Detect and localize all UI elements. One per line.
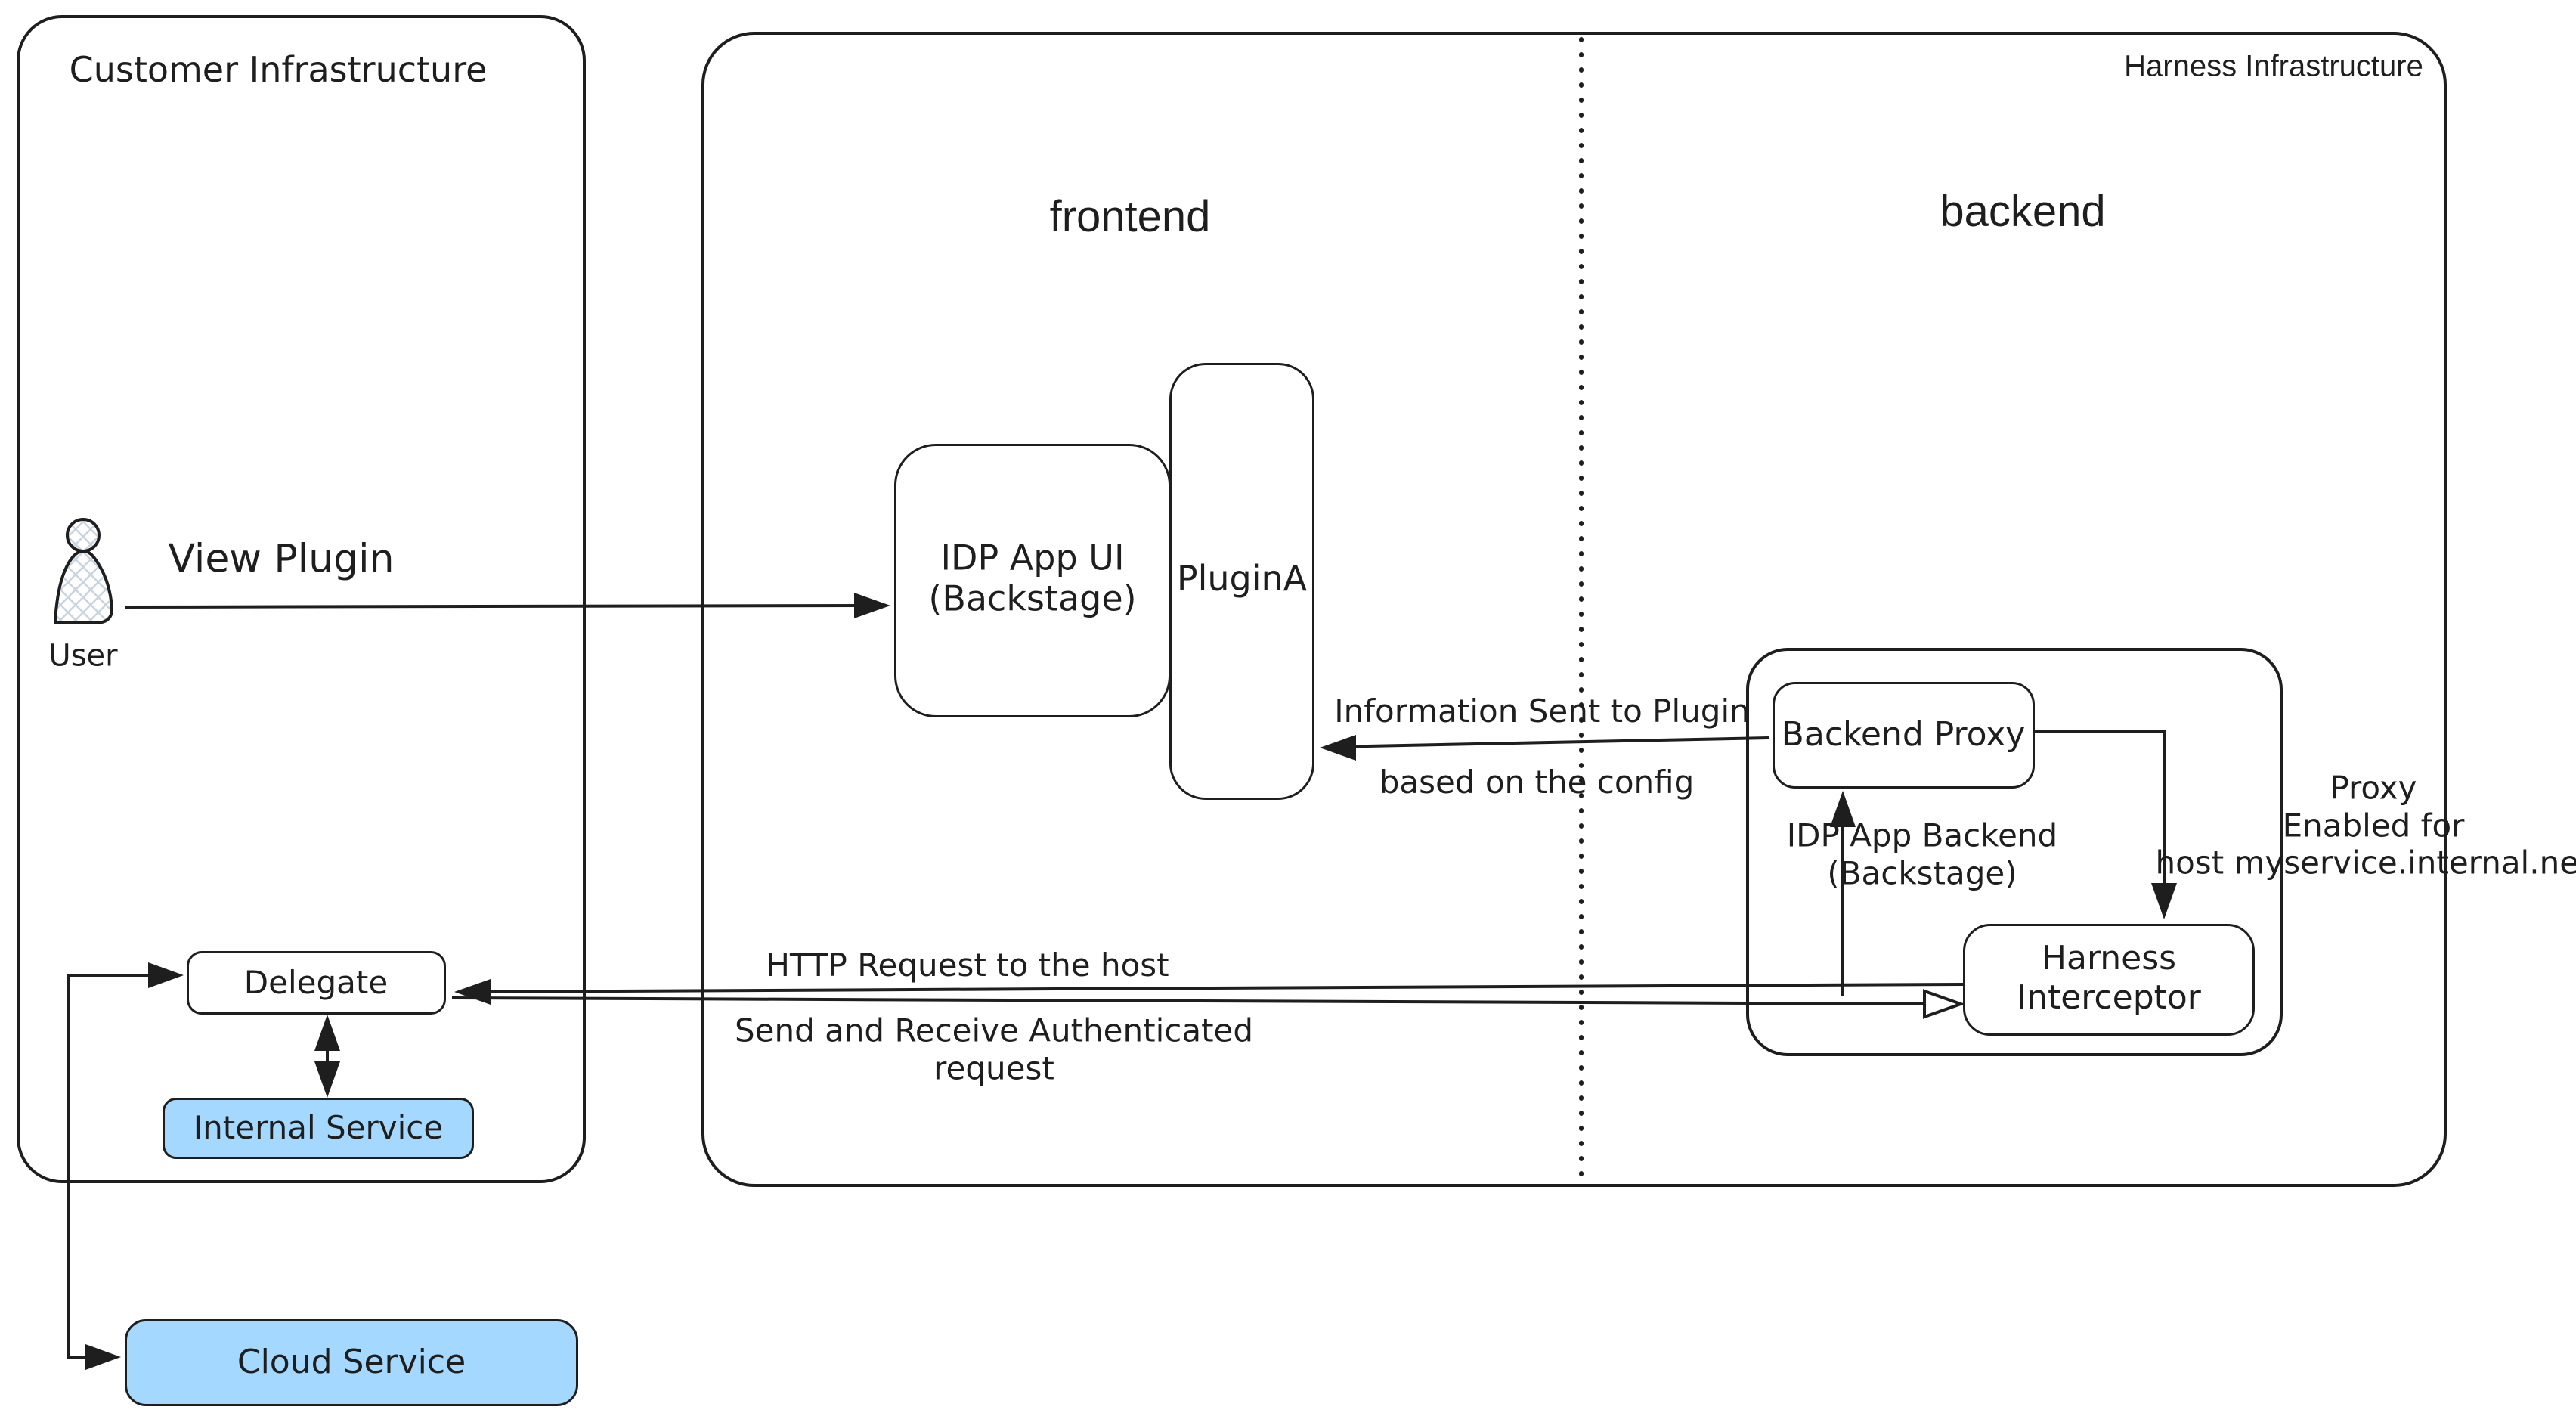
cloud-service-node (125, 1319, 578, 1406)
delegate-node (187, 951, 446, 1015)
internal-service-label: Internal Service (193, 1109, 444, 1147)
cloud-service-label: Cloud Service (237, 1343, 466, 1382)
idp-app-backend-label-line1: IDP App Backend (1786, 816, 2058, 854)
backend-proxy-node (1773, 682, 2035, 789)
plugin-a-node (1169, 363, 1314, 800)
user-label: User (48, 638, 118, 674)
proxy-enabled-note-line3: host myservice.internal.net (2155, 844, 2576, 882)
harness-interceptor-label: Harness Interceptor (2017, 939, 2201, 1018)
info-edge-label-bottom: based on the config (1379, 764, 1695, 801)
idp-app-backend-label-line2: (Backstage) (1827, 854, 2017, 891)
proxy-enabled-note-line1: Proxy (2330, 769, 2417, 807)
idp-app-ui-label: IDP App UI (Backstage) (928, 538, 1136, 620)
send-receive-edge-label-line1: Send and Receive Authenticated (734, 1012, 1254, 1049)
delegate-label: Delegate (243, 964, 389, 1002)
proxy-enabled-note-line2: Enabled for (2282, 807, 2465, 844)
frontend-section-label: frontend (1049, 191, 1211, 241)
customer-infrastructure-title: Customer Infrastructure (69, 48, 488, 90)
harness-interceptor-label-line1: Harness (2041, 939, 2177, 978)
harness-interceptor-node (1963, 924, 2255, 1036)
send-receive-edge-label-line2: request (933, 1049, 1054, 1086)
backend-section-label: backend (1940, 186, 2106, 236)
proxy-enabled-note: Proxy Enabled for host myservice.interna… (2155, 770, 2576, 882)
idp-app-ui-label-line1: IDP App UI (940, 537, 1125, 578)
http-request-edge-label: HTTP Request to the host (766, 947, 1169, 984)
backend-proxy-label: Backend Proxy (1781, 715, 2026, 754)
plugin-a-label: PluginA (1176, 557, 1308, 599)
idp-app-backend-container (1746, 648, 2283, 1056)
idp-app-backend-label: IDP App Backend (Backstage) (1787, 816, 2057, 891)
harness-interceptor-label-line2: Interceptor (2017, 978, 2201, 1017)
idp-app-ui-label-line2: (Backstage) (928, 578, 1137, 619)
internal-service-node (163, 1098, 474, 1159)
send-receive-edge-label: Send and Receive Authenticated request (735, 1012, 1253, 1086)
view-plugin-edge-label: View Plugin (168, 536, 395, 582)
harness-infrastructure-title: Harness Infrastructure (2124, 49, 2423, 83)
info-edge-label-top: Information Sent to Plugin (1334, 693, 1750, 730)
